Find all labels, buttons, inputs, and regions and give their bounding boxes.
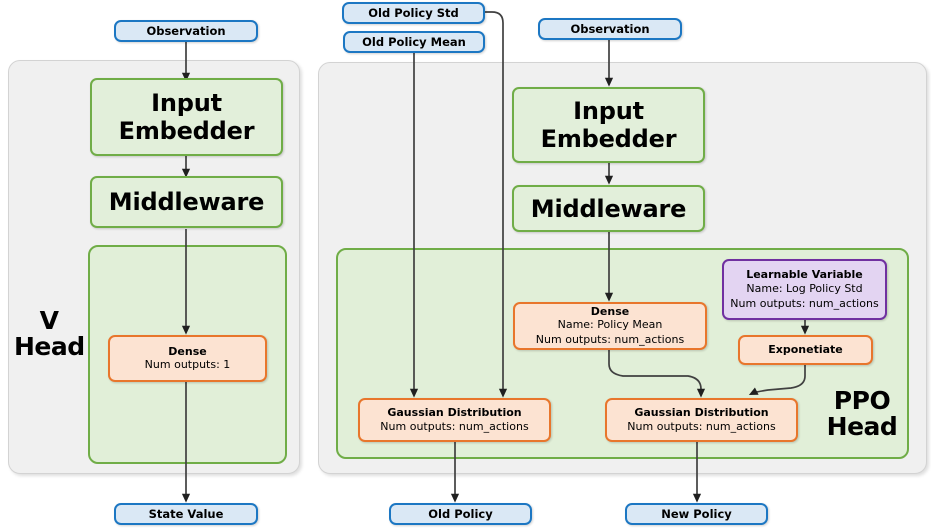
ppo-head-exponetiate[interactable]: Exponetiate bbox=[738, 335, 873, 365]
v-head-dense-num-outputs: Num outputs: 1 bbox=[144, 358, 231, 372]
ppo-head-middleware-label: Middleware bbox=[530, 194, 687, 223]
v-head-middleware-label: Middleware bbox=[108, 188, 265, 216]
ppo-head-input-embedder[interactable]: Input Embedder bbox=[512, 87, 705, 163]
ppo-head-gaussian-old[interactable]: Gaussian Distribution Num outputs: num_a… bbox=[358, 398, 551, 442]
output-new-policy[interactable]: New Policy bbox=[625, 503, 768, 525]
ppo-head-learnable-variable[interactable]: Learnable Variable Name: Log Policy Std … bbox=[722, 259, 887, 320]
learnable-variable-num-outputs: Num outputs: num_actions bbox=[730, 296, 879, 310]
output-state-value-label: State Value bbox=[148, 507, 224, 521]
input-old-policy-std-label: Old Policy Std bbox=[368, 6, 459, 20]
output-state-value[interactable]: State Value bbox=[114, 503, 258, 525]
v-head-label-line1: V bbox=[39, 306, 59, 335]
v-head-dense[interactable]: Dense Num outputs: 1 bbox=[108, 335, 267, 382]
v-head-input-embedder[interactable]: Input Embedder bbox=[90, 78, 283, 156]
gaussian-old-num-outputs: Num outputs: num_actions bbox=[380, 419, 529, 433]
input-old-policy-mean-label: Old Policy Mean bbox=[362, 35, 466, 49]
gaussian-new-num-outputs: Num outputs: num_actions bbox=[627, 419, 776, 433]
learnable-variable-title: Learnable Variable bbox=[746, 267, 863, 281]
output-new-policy-label: New Policy bbox=[661, 507, 732, 521]
input-observation-right[interactable]: Observation bbox=[538, 18, 682, 40]
input-observation-left[interactable]: Observation bbox=[114, 20, 258, 42]
ppo-head-label: PPO Head bbox=[812, 388, 912, 440]
output-old-policy[interactable]: Old Policy bbox=[389, 503, 532, 525]
v-head-input-embedder-label: Input Embedder bbox=[118, 89, 255, 145]
v-head-dense-title: Dense bbox=[168, 344, 207, 358]
ppo-head-gaussian-new[interactable]: Gaussian Distribution Num outputs: num_a… bbox=[605, 398, 798, 442]
v-head-middleware[interactable]: Middleware bbox=[90, 176, 283, 228]
input-old-policy-mean[interactable]: Old Policy Mean bbox=[343, 31, 485, 53]
input-old-policy-std[interactable]: Old Policy Std bbox=[342, 2, 485, 24]
v-head-label-line2: Head bbox=[14, 332, 85, 361]
ppo-head-dense-policy-mean[interactable]: Dense Name: Policy Mean Num outputs: num… bbox=[513, 302, 707, 350]
v-head-label: V Head bbox=[14, 306, 85, 361]
ppo-head-dense-name: Name: Policy Mean bbox=[557, 318, 663, 332]
input-observation-right-label: Observation bbox=[570, 22, 650, 36]
ppo-head-dense-num-outputs: Num outputs: num_actions bbox=[535, 332, 685, 346]
learnable-variable-name: Name: Log Policy Std bbox=[746, 281, 863, 295]
output-old-policy-label: Old Policy bbox=[428, 507, 493, 521]
gaussian-old-title: Gaussian Distribution bbox=[387, 406, 522, 420]
ppo-head-dense-title: Dense bbox=[590, 305, 630, 318]
input-observation-left-label: Observation bbox=[146, 24, 226, 38]
ppo-head-label-line1: PPO bbox=[833, 386, 891, 415]
gaussian-new-title: Gaussian Distribution bbox=[634, 406, 769, 420]
ppo-head-label-line2: Head bbox=[826, 412, 898, 441]
ppo-head-input-embedder-label: Input Embedder bbox=[540, 97, 677, 153]
ppo-head-middleware[interactable]: Middleware bbox=[512, 185, 705, 232]
exponetiate-label: Exponetiate bbox=[768, 343, 843, 357]
